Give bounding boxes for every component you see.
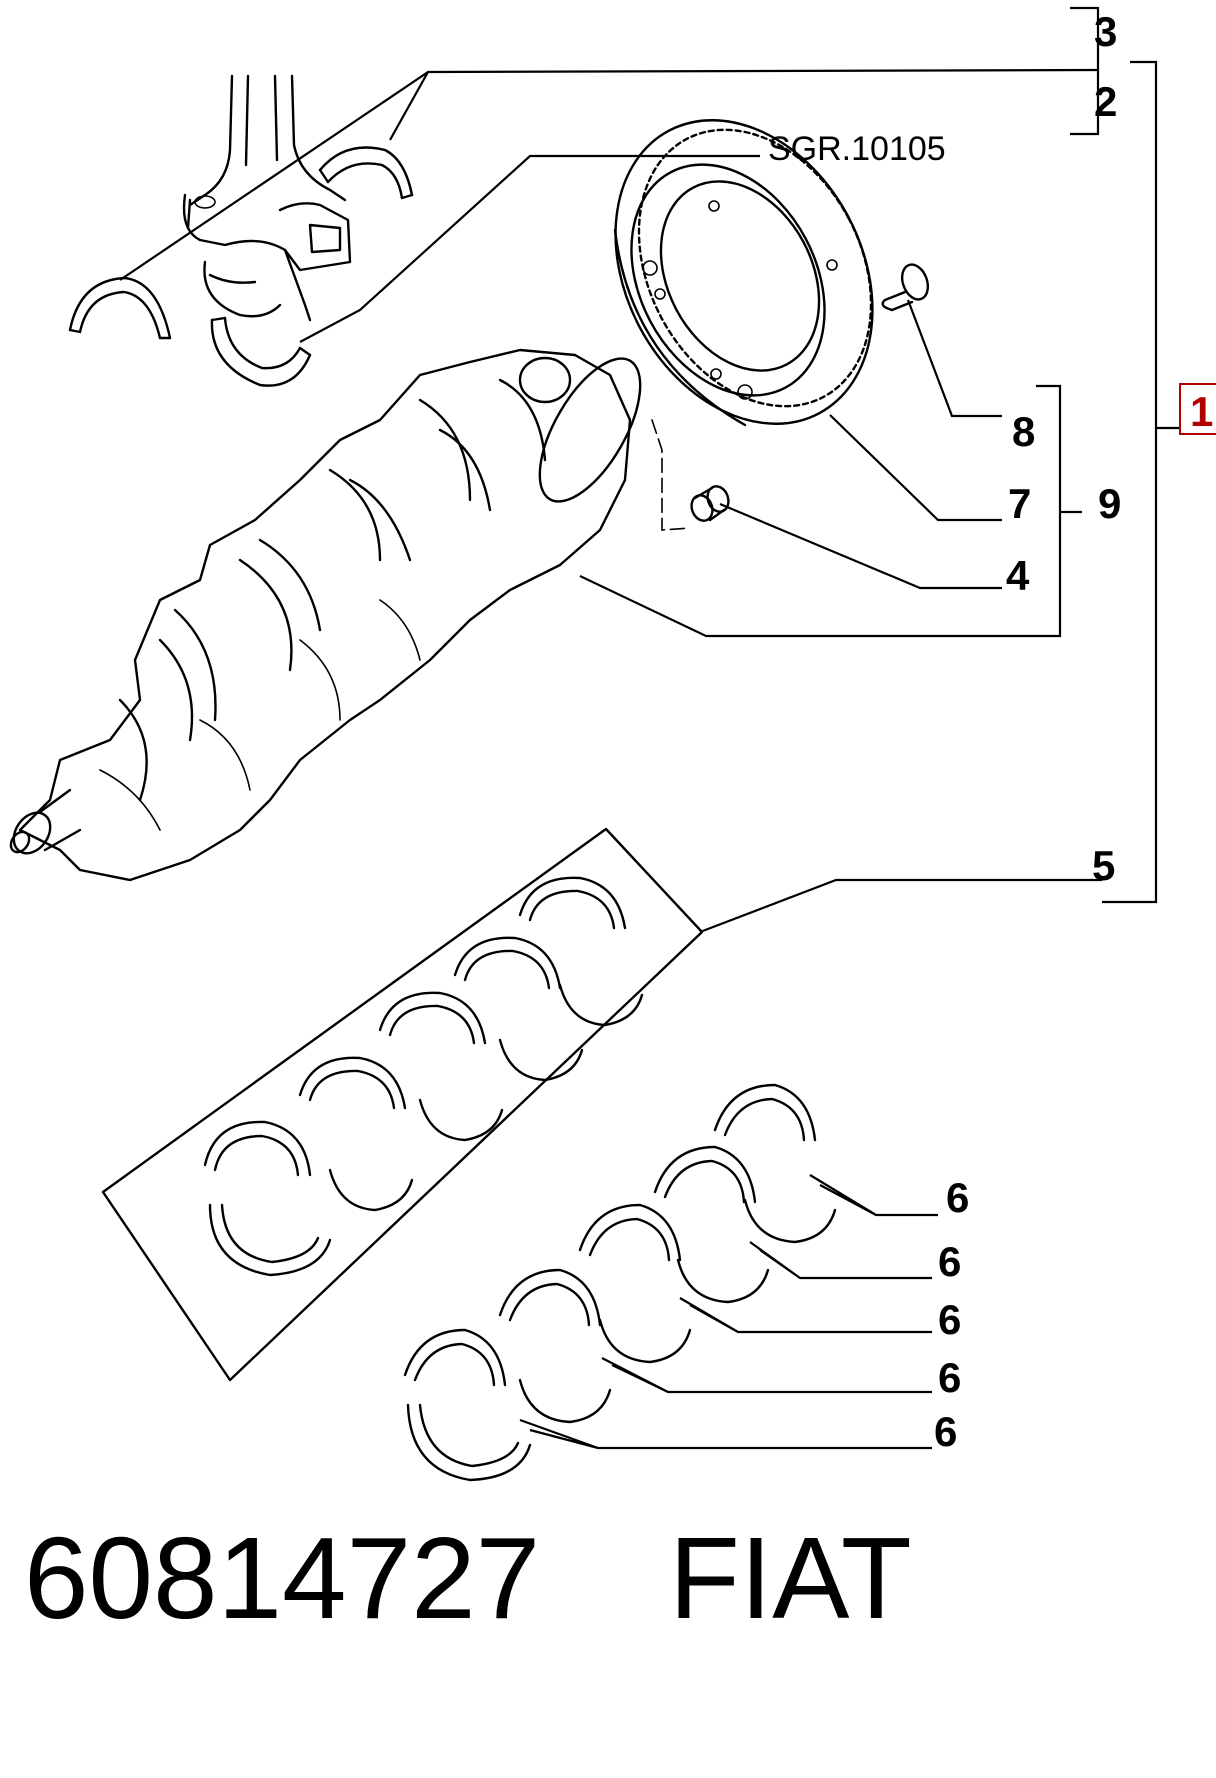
con-rod-bearing-left	[68, 276, 172, 340]
main-bearing-kit	[101, 827, 704, 1382]
callout-7: 7	[1008, 480, 1031, 527]
kit-shell-2	[298, 1056, 414, 1212]
callout-8: 8	[1012, 408, 1035, 455]
con-rod-bearing-upper	[318, 146, 414, 200]
timing-gear	[613, 119, 874, 427]
kit-shell-5	[518, 876, 644, 1027]
callout-6-1: 6	[946, 1174, 969, 1221]
callout-6-5: 6	[934, 1408, 957, 1455]
crankshaft	[9, 348, 642, 882]
callout-9: 9	[1098, 480, 1121, 527]
callout-6-4: 6	[938, 1354, 961, 1401]
callout-5: 5	[1092, 842, 1115, 889]
connecting-rod	[182, 74, 352, 322]
dowel-pin	[690, 485, 730, 522]
part-caption: 60814727 FIAT	[24, 1520, 912, 1636]
tool-reference: SGR.10105	[768, 130, 946, 168]
kit-shell-3	[378, 991, 504, 1142]
part-number: 60814727	[24, 1513, 541, 1643]
callout-3: 3	[1094, 8, 1117, 55]
shell-pair-2	[498, 1268, 612, 1424]
leader-lines	[119, 6, 1180, 1450]
con-rod-bearing-lower	[210, 316, 312, 387]
callout-1: 1	[1190, 388, 1213, 435]
gear-bolt	[881, 263, 930, 312]
kit-shell-4	[453, 936, 584, 1082]
shell-pair-4	[653, 1145, 770, 1304]
shell-pair-1	[403, 1328, 532, 1482]
brand-name: FIAT	[669, 1513, 912, 1643]
callout-6-2: 6	[938, 1238, 961, 1285]
kit-shell-1	[203, 1120, 332, 1277]
main-bearing-shells	[403, 1083, 837, 1482]
callout-6-3: 6	[938, 1296, 961, 1343]
callout-2: 2	[1094, 78, 1117, 125]
shell-pair-3	[578, 1203, 692, 1364]
callout-4: 4	[1006, 552, 1030, 599]
callout-1-box	[1179, 383, 1216, 435]
shell-pair-5	[713, 1083, 837, 1244]
